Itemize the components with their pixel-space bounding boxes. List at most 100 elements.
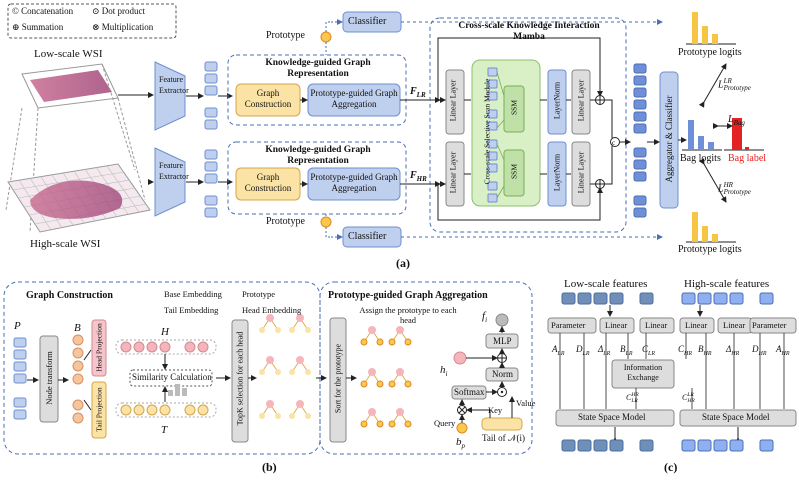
linear-layer-1-label: Linear Layer: [448, 79, 458, 122]
base-emb-legend: Base Embedding: [164, 289, 222, 299]
linear-layer-3: [571, 69, 591, 135]
caption-a: (a): [396, 256, 410, 270]
sort-box: [329, 317, 347, 443]
linear-layer-1: [445, 69, 465, 135]
high-wsi-image: [30, 180, 123, 219]
p-label: P: [14, 320, 21, 332]
high-wsi-label: High-scale WSI: [30, 238, 101, 250]
b-lr: BLR: [620, 344, 633, 357]
low-features-label: Low-scale features: [564, 278, 648, 290]
legend-sum: ⊕ Summation: [12, 22, 64, 32]
classifier-label-bottom: Classifier: [348, 231, 387, 242]
feature-extractor-low-label: Feature Extractor: [159, 75, 189, 95]
low-features-top: [561, 292, 654, 305]
aggregator-label: Aggregator & Classifier: [664, 95, 674, 183]
f-hr-label: FHR: [410, 170, 427, 183]
query-label: Query: [434, 418, 456, 428]
ssm-box-high: [679, 409, 797, 427]
tail-emb-legend: Tail Embedding: [164, 305, 219, 315]
high-features-label: High-scale features: [684, 278, 770, 290]
bag-label-label: Bag label: [728, 153, 767, 164]
fi-label: fi: [482, 310, 488, 325]
legend-dot: ⊙ Dot product: [92, 6, 146, 16]
prototype-legend: Prototype: [242, 289, 276, 299]
mamba-box: [429, 17, 627, 233]
head-projection-box: [91, 319, 107, 377]
ssm-box-1: [503, 85, 525, 133]
bp-label: bp: [456, 436, 465, 451]
caption-b: (b): [262, 460, 277, 474]
assigned-clusters: [360, 326, 412, 428]
key-label: Key: [488, 405, 503, 415]
hi-node: [453, 351, 467, 365]
tail-of-label: Tail of 𝒩(i): [482, 433, 525, 443]
graph-construction-label-high: Graph Construction: [244, 172, 292, 193]
d-lr: DLR: [576, 344, 590, 357]
h-label: H: [161, 326, 169, 338]
topk-label: TopK selection for each head: [235, 331, 245, 426]
kg-box-low: [227, 54, 407, 126]
mlp-label: MLP: [493, 336, 512, 346]
similarity-box: [129, 369, 213, 387]
d-hr: DHR: [752, 344, 767, 357]
assign-label: Assign the prototype to each head: [359, 305, 457, 325]
softmax-label: Softmax: [454, 387, 485, 397]
prototype-dot-bottom: [320, 216, 332, 228]
prototype-label-bottom: Prototype: [266, 216, 305, 227]
head-embedding-row: [120, 341, 209, 353]
ssm-box-2: [503, 149, 525, 197]
head-projection-label: Head Projection: [94, 323, 104, 372]
c-lr: CLR: [642, 344, 656, 357]
high-features-bottom: [681, 439, 774, 452]
low-features-bottom: [561, 439, 654, 452]
prototype-label-top: Prototype: [266, 30, 305, 41]
norm-label: Norm: [492, 369, 513, 379]
hi-label: hi: [440, 364, 448, 379]
ssm-label-2: SSM: [509, 164, 519, 180]
p-column: [13, 337, 27, 420]
layernorm-1-label: LayerNorm: [552, 81, 562, 120]
kg-title-low: Knowledge-guided Graph Representation: [265, 58, 371, 79]
prototype-logits-top: Prototype logits: [678, 47, 742, 58]
ssm-label-high: State Space Model: [702, 412, 770, 422]
proto-agg-label-high: Prototype-guided Graph Aggregation: [310, 172, 398, 193]
ssm-label-1: SSM: [509, 100, 519, 116]
linear-layer-4: [571, 141, 591, 207]
topk-box: [231, 319, 249, 443]
linear-label-low-1: Linear: [605, 320, 628, 330]
t-label: T: [161, 424, 168, 436]
b-column: [72, 334, 84, 424]
delta-lr: ΔLR: [598, 344, 611, 357]
linear-layer-4-label: Linear Layer: [576, 151, 586, 194]
value-label: Value: [516, 398, 536, 408]
l-bag-label: LBag: [728, 114, 745, 127]
c-hr: CHR: [678, 344, 693, 357]
low-wsi-label: Low-scale WSI: [34, 48, 103, 60]
f-lr-label: FLR: [410, 86, 426, 99]
linear-box-high-1: [679, 317, 715, 334]
feature-extractor-low: [154, 61, 186, 131]
caption-c: (c): [664, 460, 678, 474]
a-hr: AHR: [776, 344, 790, 357]
layernorm-1: [547, 69, 567, 135]
ssm-box-low: [555, 409, 675, 427]
parameter-label-low: Parameter: [551, 320, 586, 330]
info-exchange-label: Information Exchange: [623, 363, 663, 382]
layernorm-2-label: LayerNorm: [552, 153, 562, 192]
gc-title: Graph Construction: [26, 290, 113, 301]
ssm-label-low: State Space Model: [578, 412, 646, 422]
mamba-title: Cross-scale Knowledge Interaction Mamba: [458, 21, 600, 42]
pga-title: Prototype-guided Graph Aggregation: [328, 290, 488, 301]
output-token-column: [633, 63, 647, 218]
tail-neighbors-row: [481, 417, 523, 431]
high-features-top: [681, 292, 774, 305]
graph-construction-label-low: Graph Construction: [244, 88, 292, 109]
concat-symbol: [610, 137, 620, 147]
legend-mult: ⊗ Multiplication: [92, 22, 154, 32]
delta-hr: ΔHR: [726, 344, 740, 357]
